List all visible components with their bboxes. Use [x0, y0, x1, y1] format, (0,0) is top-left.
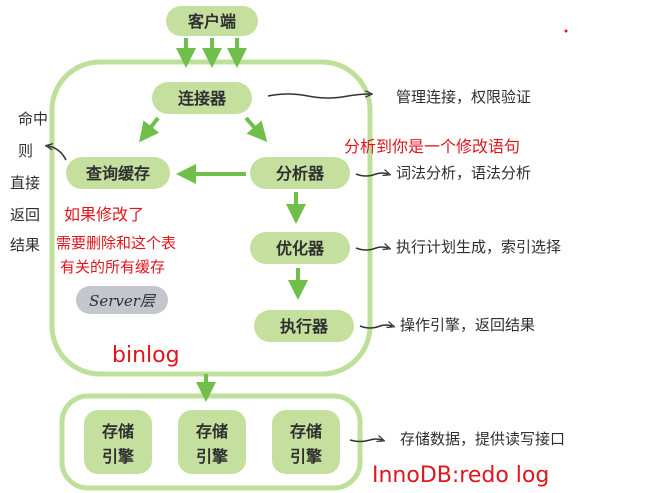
left-note-line-2: 则	[18, 142, 33, 160]
executor-label: 执行器	[280, 317, 329, 336]
optimizer-description: 执行计划生成，索引选择	[396, 238, 561, 256]
connector-to-cache-arrow	[139, 116, 160, 143]
connector-node: 连接器	[152, 82, 252, 114]
cache-red-note-line1: 如果修改了	[64, 205, 144, 224]
query-cache-node: 查询缓存	[66, 157, 170, 189]
cache-to-result-arrow	[48, 146, 67, 161]
red-dot	[564, 29, 568, 33]
storage-engine-2-line2: 引擎	[196, 447, 229, 466]
storage-engine-3-line1: 存储	[290, 422, 322, 441]
storage-engine-1: 存储 引擎	[84, 410, 152, 474]
server-layer-badge: Server层	[76, 286, 168, 314]
executor-desc-arrow	[359, 325, 392, 329]
executor-node: 执行器	[254, 310, 354, 342]
server-layer-label: Server层	[89, 292, 157, 310]
storage-engine-1-line2: 引擎	[102, 447, 135, 466]
storage-engine-2-line1: 存储	[196, 422, 228, 441]
storage-engine-3-line2: 引擎	[290, 447, 323, 466]
query-cache-label: 查询缓存	[86, 164, 150, 183]
analyzer-label: 分析器	[276, 164, 325, 183]
client-label: 客户端	[188, 12, 236, 31]
storage-engine-2: 存储 引擎	[178, 410, 246, 474]
left-note-line-1: 命中	[18, 110, 48, 128]
executor-description: 操作引擎，返回结果	[400, 316, 535, 334]
left-note: 命中 则 直接 返回 结果	[10, 110, 48, 254]
connector-label: 连接器	[178, 89, 227, 108]
client-node: 客户端	[166, 6, 258, 36]
analyzer-red-note: 分析到你是一个修改语句	[344, 137, 520, 156]
storage-engine-1-line1: 存储	[102, 422, 134, 441]
redo-log-label: InnoDB:redo log	[372, 463, 549, 488]
cache-red-note-line2: 需要删除和这个表	[56, 234, 176, 252]
analyzer-desc-arrow	[355, 173, 388, 177]
storage-desc-arrow	[349, 439, 382, 443]
analyzer-node: 分析器	[250, 157, 350, 189]
optimizer-node: 优化器	[250, 232, 350, 264]
storage-description: 存储数据，提供读写接口	[400, 430, 565, 448]
connector-description: 管理连接，权限验证	[396, 88, 531, 106]
left-note-line-4: 返回	[10, 206, 40, 224]
left-note-line-5: 结果	[10, 236, 40, 254]
optimizer-desc-arrow	[355, 247, 388, 251]
connector-desc-arrow	[267, 94, 370, 99]
connector-to-analyzer-arrow	[244, 116, 268, 142]
analyzer-description: 词法分析，语法分析	[396, 164, 531, 182]
storage-engine-3: 存储 引擎	[272, 410, 340, 474]
cache-red-note-line3: 有关的所有缓存	[60, 258, 165, 276]
binlog-label: binlog	[112, 343, 180, 368]
optimizer-label: 优化器	[276, 239, 325, 258]
left-note-line-3: 直接	[10, 174, 40, 192]
